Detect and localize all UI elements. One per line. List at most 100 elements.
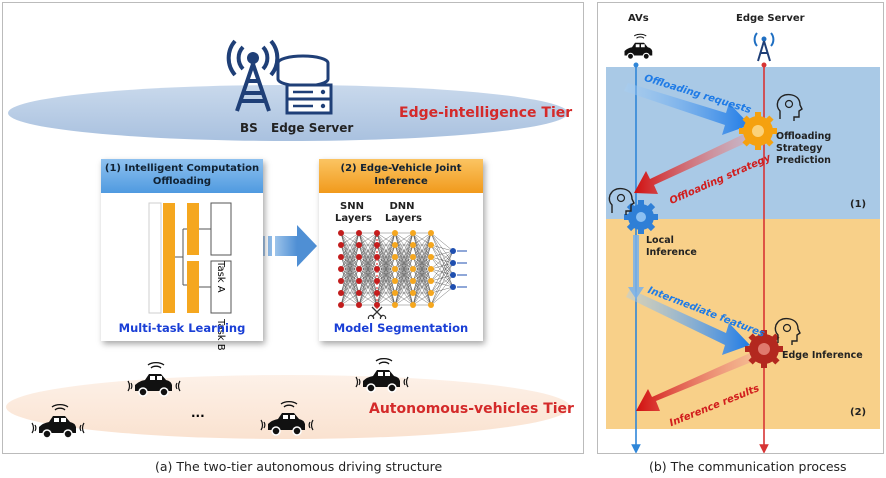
car-icon — [355, 357, 409, 393]
phase1-label: (1) — [850, 199, 867, 210]
nn-connection — [340, 232, 360, 294]
antenna-tower-icon — [753, 32, 775, 62]
nn-connection — [412, 244, 432, 306]
nn-connection — [358, 232, 378, 282]
process-edge-server-label: Edge Server — [736, 13, 805, 24]
snn-layers-label: SNN Layers — [335, 201, 372, 224]
nn-connection — [394, 232, 414, 282]
nn-connection — [376, 232, 396, 270]
intermediate-features-arrow — [626, 289, 750, 355]
phase2-label: (2) — [850, 407, 867, 418]
nn-connection — [430, 250, 454, 294]
nn-connection — [340, 244, 360, 306]
nn-connection — [358, 256, 378, 306]
nn-connection — [376, 232, 396, 246]
nn-node — [428, 242, 434, 248]
neural-network-figure — [338, 229, 467, 319]
nn-node — [392, 254, 398, 260]
caption-b: (b) The communication process — [649, 459, 847, 474]
offloading-strategy-arrow — [634, 133, 750, 194]
nn-node — [392, 278, 398, 284]
nn-node — [356, 242, 362, 248]
nn-node — [356, 290, 362, 296]
phase2-background — [606, 219, 880, 429]
segmentation-card-footer: Model Segmentation — [333, 321, 469, 335]
avs-label: AVs — [628, 13, 649, 24]
segmentation-card-title: (2) Edge-Vehicle Joint Inference — [319, 159, 483, 193]
bs-label: BS — [240, 121, 258, 135]
nn-connection — [376, 232, 396, 258]
nn-connection — [412, 280, 432, 306]
nn-connection — [430, 286, 454, 306]
inference-results-arrow — [636, 353, 754, 411]
multitask-card-title: (1) Intelligent Computation Offloading — [101, 159, 263, 193]
nn-node — [428, 290, 434, 296]
nn-connection — [412, 268, 432, 306]
nn-connection — [340, 232, 360, 282]
nn-node — [338, 254, 344, 260]
nn-node — [356, 266, 362, 272]
nn-connection — [412, 232, 432, 294]
nn-connection — [430, 274, 454, 306]
nn-connection — [340, 292, 360, 306]
nn-connection — [340, 232, 360, 270]
nn-node — [356, 254, 362, 260]
nn-node — [428, 278, 434, 284]
multitask-card: (1) Intelligent Computation Offloading T… — [101, 159, 263, 351]
multitask-network-figure — [148, 202, 232, 314]
nn-connection — [376, 232, 396, 282]
gear-icon — [739, 112, 777, 150]
nn-connection — [412, 292, 432, 306]
av-car-icon — [624, 33, 653, 60]
head-gear-icon — [776, 93, 803, 121]
segmentation-card: (2) Edge-Vehicle Joint Inference SNN Lay… — [319, 159, 483, 341]
nn-node — [428, 302, 434, 308]
panel-communication-process: AVs Edge Server Offloading requests Offl… — [597, 2, 884, 454]
nn-node — [338, 278, 344, 284]
panel-two-tier-structure: BS Edge Server Edge-intelligence Tier (1… — [2, 2, 584, 454]
car-icon — [127, 361, 181, 397]
nn-connection — [394, 232, 414, 270]
head-gear-icon — [774, 317, 801, 345]
nn-node — [392, 230, 398, 236]
nn-connection — [340, 232, 360, 258]
nn-connection — [394, 232, 414, 246]
nn-connection — [340, 256, 360, 306]
nn-node — [450, 248, 456, 254]
caption-a: (a) The two-tier autonomous driving stru… — [155, 459, 443, 474]
car-icon — [260, 400, 314, 436]
nn-node — [410, 254, 416, 260]
nn-node — [410, 290, 416, 296]
nn-connection — [412, 232, 432, 258]
nn-connection — [376, 292, 396, 306]
nn-connection — [394, 232, 414, 258]
nn-connection — [358, 232, 378, 258]
antenna-tower-icon — [226, 39, 280, 112]
scissors-icon — [367, 306, 387, 319]
nn-node — [338, 290, 344, 296]
nn-connection — [412, 256, 432, 306]
nn-node — [356, 278, 362, 284]
edge-server-label: Edge Server — [271, 121, 354, 135]
head-gear-icon — [608, 187, 635, 215]
server-icon — [276, 54, 333, 115]
nn-connection — [340, 232, 360, 246]
vehicle-tier-label: Autonomous-vehicles Tier — [369, 401, 574, 417]
nn-connection — [412, 232, 432, 270]
nn-connection — [358, 292, 378, 306]
nn-node — [392, 242, 398, 248]
nn-connection — [394, 280, 414, 306]
nn-node — [356, 230, 362, 236]
edge-tier-label: Edge-intelligence Tier — [399, 105, 573, 121]
nn-node — [410, 266, 416, 272]
gear-icon — [745, 330, 783, 368]
nn-connection — [376, 232, 396, 294]
nn-connection — [358, 244, 378, 306]
nn-connection — [358, 232, 378, 246]
nn-connection — [358, 268, 378, 306]
nn-connection — [412, 232, 432, 282]
nn-connection — [340, 280, 360, 306]
edge-inference-label: Edge Inference — [782, 350, 863, 361]
nn-connection — [430, 262, 454, 306]
nn-node — [392, 266, 398, 272]
